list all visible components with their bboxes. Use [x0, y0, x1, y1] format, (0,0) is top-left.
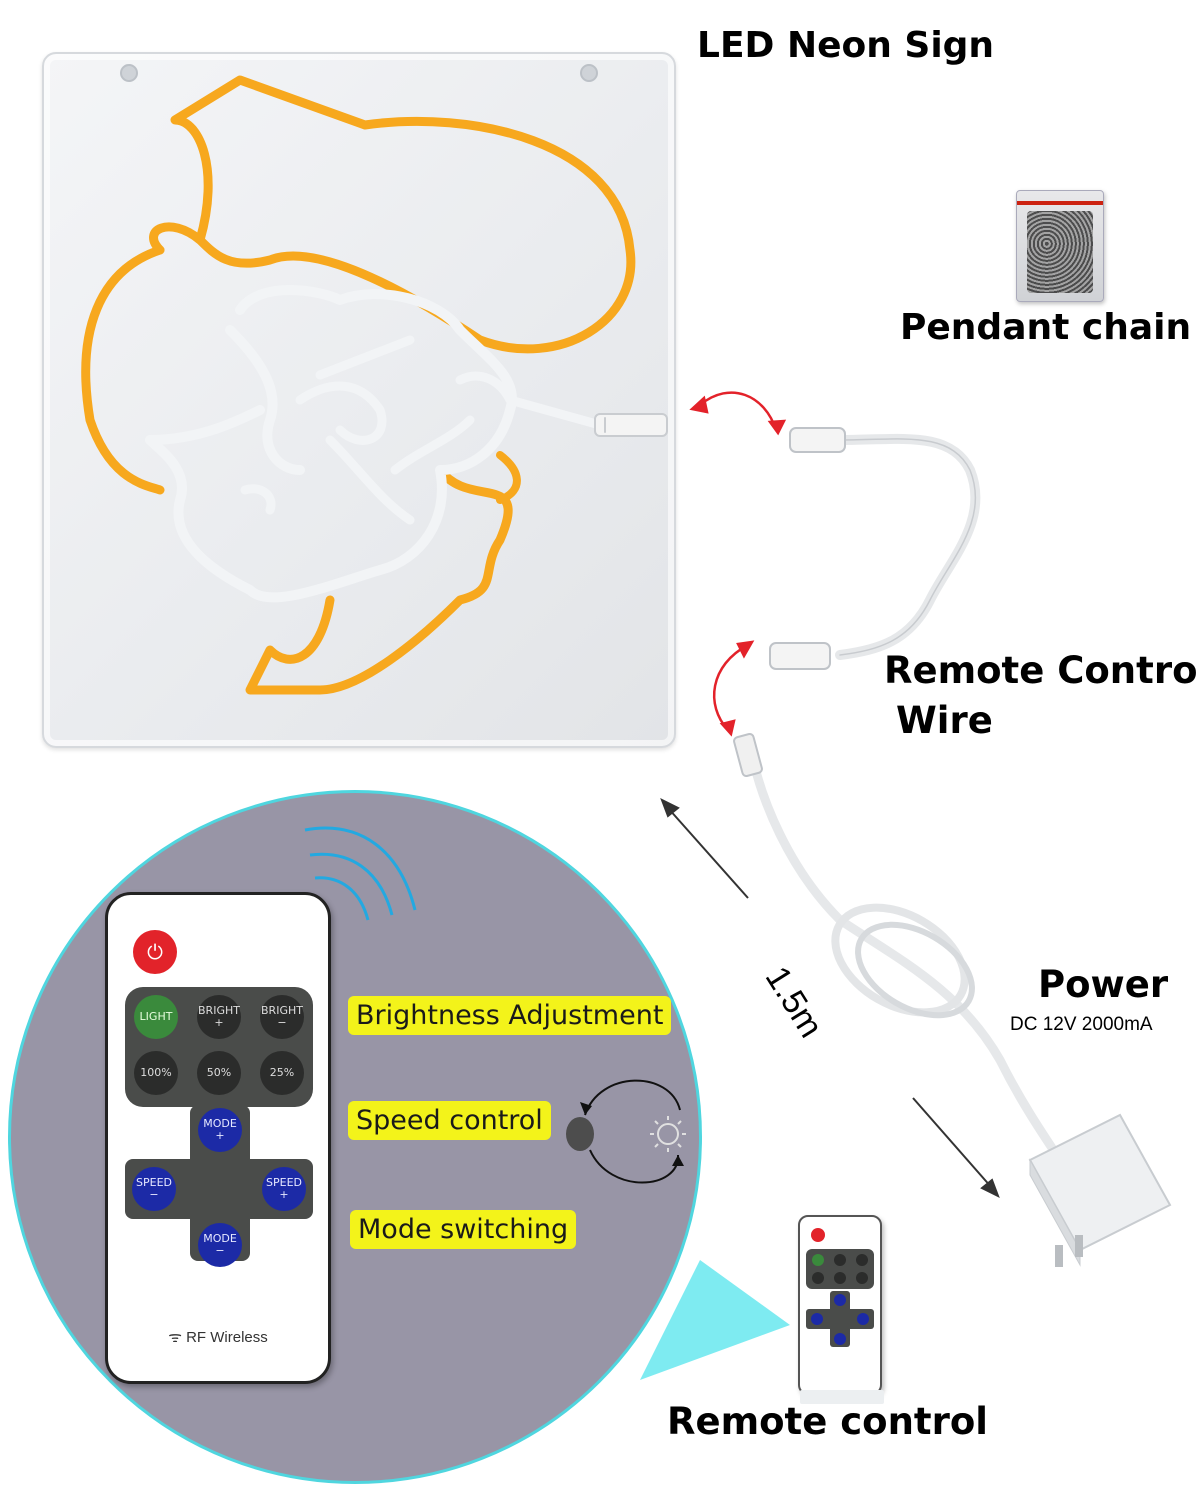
day-night-cycle-icon — [566, 1079, 686, 1184]
brightness-50-button[interactable]: 50% — [197, 1051, 241, 1095]
remote-stand — [800, 1390, 884, 1404]
wifi-icon: ᯤ — [168, 1329, 187, 1346]
remote-control-wire — [769, 427, 981, 670]
remote-control-label: Remote control — [667, 1400, 988, 1443]
remote-wire-label-line2: Wire — [896, 699, 993, 742]
moon-icon — [566, 1117, 594, 1151]
bright-minus-button[interactable]: BRIGHT − — [260, 995, 304, 1039]
remote-control-small — [798, 1215, 882, 1395]
pointer-arrow-up — [660, 797, 749, 899]
mode-plus-button[interactable]: MODE + — [198, 1108, 242, 1152]
bright-plus-button[interactable]: BRIGHT + — [197, 995, 241, 1039]
pointer-arrow-down — [912, 1097, 1000, 1199]
pendant-chain-label: Pendant chain — [900, 307, 1192, 348]
remote-wire-label-line1: Remote Control — [884, 649, 1200, 692]
brightness-feature-label: Brightness Adjustment — [348, 996, 672, 1035]
pendant-chain-bag — [1016, 190, 1104, 302]
hanging-hole-right — [580, 64, 598, 82]
brightness-100-button[interactable]: 100% — [134, 1051, 178, 1095]
small-remote-face — [806, 1228, 874, 1347]
remote-control-large: ⏻ LIGHT BRIGHT + BRIGHT − 100% 50% 25% M… — [105, 892, 331, 1384]
hanging-hole-left — [120, 64, 138, 82]
sign-title: LED Neon Sign — [697, 25, 995, 66]
power-cable — [733, 732, 1065, 1165]
light-button[interactable]: LIGHT — [134, 995, 178, 1039]
speed-plus-button[interactable]: SPEED + — [262, 1167, 306, 1211]
connect-arrow-top — [689, 391, 787, 436]
zoom-wedge — [640, 1260, 790, 1380]
chain-links — [1027, 211, 1093, 293]
sun-icon — [650, 1116, 686, 1152]
mode-minus-button[interactable]: MODE − — [198, 1223, 242, 1267]
power-button[interactable]: ⏻ — [133, 930, 177, 974]
power-spec: DC 12V 2000mA — [1010, 1014, 1153, 1035]
brightness-25-button[interactable]: 25% — [260, 1051, 304, 1095]
neon-cowboy-figure — [81, 75, 668, 695]
connect-arrow-bottom — [713, 640, 755, 737]
wireless-signal-icon — [304, 826, 417, 921]
power-adapter — [1028, 1113, 1172, 1267]
mode-feature-label: Mode switching — [350, 1210, 577, 1249]
power-icon: ⏻ — [147, 939, 163, 964]
acrylic-board — [42, 52, 676, 748]
power-label: Power — [1038, 963, 1169, 1006]
speed-feature-label: Speed control — [348, 1101, 551, 1140]
rf-wireless-label: ᯤ RF Wireless — [168, 1329, 268, 1346]
speed-minus-button[interactable]: SPEED − — [132, 1167, 176, 1211]
bag-zipper — [1017, 201, 1103, 205]
